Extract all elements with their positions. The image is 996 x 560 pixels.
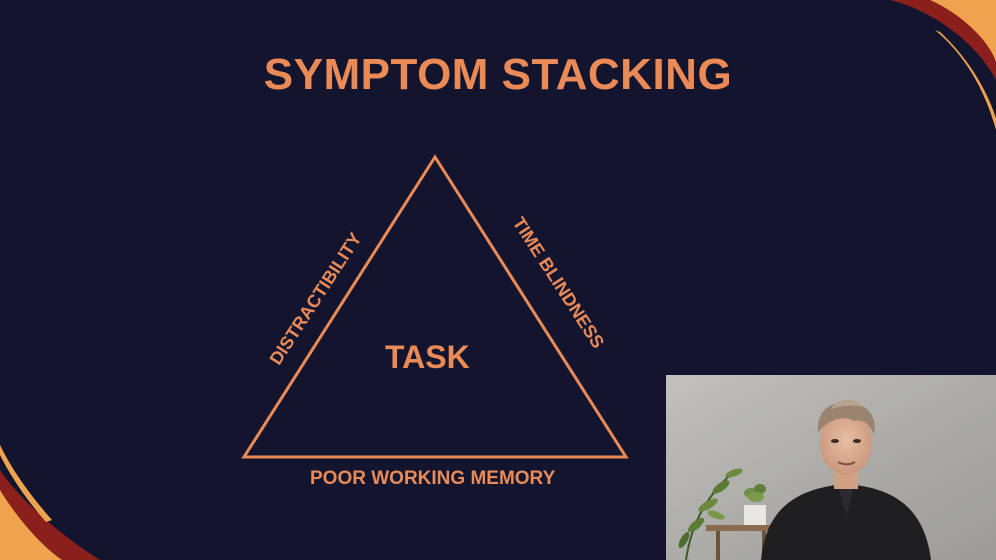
side-table bbox=[706, 525, 776, 531]
poor-working-memory-label: POOR WORKING MEMORY bbox=[310, 468, 556, 489]
slide-title: SYMPTOM STACKING bbox=[263, 50, 733, 99]
presenter-face bbox=[820, 411, 872, 475]
potted-plant-icon bbox=[744, 484, 766, 525]
presenter-webcam-feed bbox=[666, 375, 996, 560]
corner-swoosh-top-right-orange bbox=[930, 0, 996, 62]
presenter-video-image bbox=[666, 375, 996, 560]
corner-swoosh-bottom-left-orange bbox=[0, 490, 62, 560]
presenter-shirt bbox=[761, 485, 931, 560]
task-triangle bbox=[241, 154, 629, 459]
task-label: TASK bbox=[385, 339, 470, 375]
presenter bbox=[761, 399, 931, 560]
plant-icon bbox=[678, 468, 743, 560]
corner-swoosh-bottom-left-orange-thin bbox=[0, 445, 52, 522]
presenter-hair bbox=[817, 402, 875, 435]
